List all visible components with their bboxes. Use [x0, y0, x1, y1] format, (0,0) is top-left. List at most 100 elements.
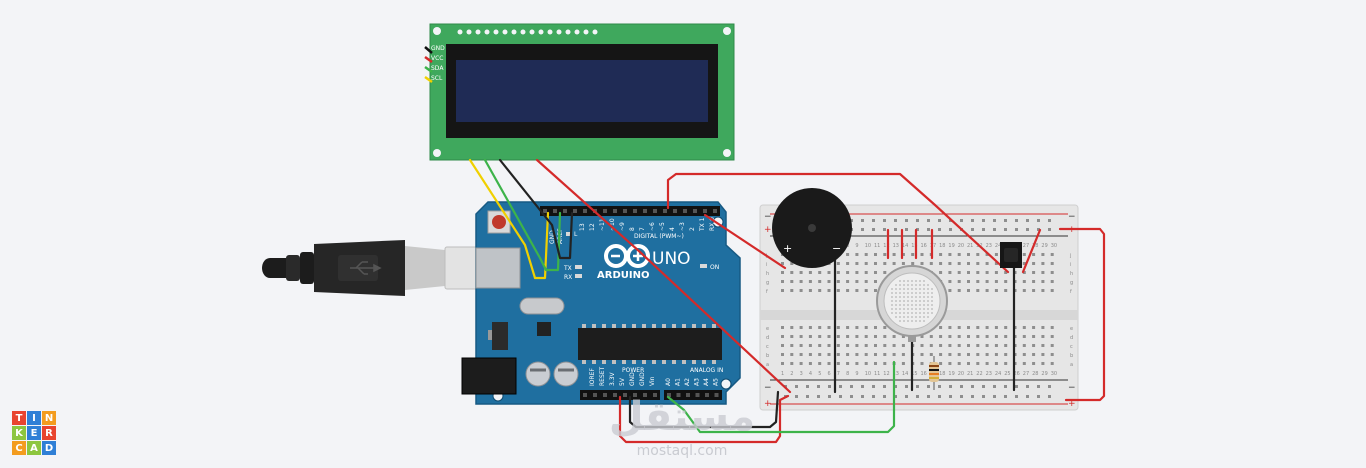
- digital-header[interactable]: [540, 206, 720, 216]
- wire-a0-green: [666, 360, 896, 434]
- header-pin[interactable]: [663, 209, 667, 213]
- header-pin[interactable]: [703, 209, 707, 213]
- on-label: ON: [710, 264, 719, 271]
- piezo-buzzer[interactable]: + −: [772, 188, 852, 268]
- column-label: 12: [883, 243, 889, 249]
- wires[interactable]: [468, 158, 1106, 444]
- column-label: 5: [818, 371, 821, 377]
- digital-pin-label: RX 0: [709, 217, 716, 231]
- arduino-uno-board[interactable]: ARDUINO UNO DIGITAL (PWM~) POWER ANALOG …: [461, 201, 741, 405]
- column-label: 24: [995, 243, 1001, 249]
- usb-port[interactable]: [475, 247, 521, 289]
- header-pin[interactable]: [583, 209, 587, 213]
- arduino-brand-text: ARDUINO: [597, 270, 649, 281]
- header-pin[interactable]: [643, 393, 647, 397]
- power-header[interactable]: [580, 390, 660, 400]
- column-label: 18: [939, 243, 945, 249]
- header-pin[interactable]: [613, 209, 617, 213]
- row-label: c: [766, 344, 769, 350]
- header-pin[interactable]: [667, 393, 671, 397]
- row-label: j: [1069, 253, 1071, 259]
- header-pin[interactable]: [583, 393, 587, 397]
- row-label: a: [766, 362, 769, 368]
- header-pin[interactable]: [633, 393, 637, 397]
- rail-minus-label: −: [764, 212, 772, 222]
- digital-pin-label: ~3: [679, 222, 686, 231]
- logo-letter: A: [27, 441, 41, 455]
- header-pin[interactable]: [713, 209, 717, 213]
- rail-plus-label: +: [1068, 399, 1076, 409]
- gnd-top-label: GND: [549, 230, 556, 244]
- arduino-logo-icon: [604, 244, 650, 268]
- column-label: 7: [837, 371, 840, 377]
- push-button[interactable]: [1000, 242, 1022, 268]
- atmega-microcontroller: [578, 324, 722, 364]
- header-pin[interactable]: [693, 209, 697, 213]
- header-pin[interactable]: [643, 209, 647, 213]
- wire-buzzer-signal: [703, 213, 787, 270]
- column-label: 13: [893, 243, 899, 249]
- header-pin[interactable]: [543, 209, 547, 213]
- header-pin[interactable]: [563, 209, 567, 213]
- header-pin[interactable]: [673, 209, 677, 213]
- lcd-pin-label: SDA: [431, 65, 444, 72]
- column-label: 15: [911, 371, 917, 377]
- power-pin-label: Vin: [649, 376, 656, 386]
- row-label: c: [1070, 344, 1073, 350]
- row-label: i: [1070, 262, 1071, 268]
- column-label: 29: [1041, 243, 1047, 249]
- l-led-label: L: [574, 231, 578, 238]
- column-label: 11: [874, 243, 880, 249]
- row-label: i: [766, 262, 767, 268]
- header-pin[interactable]: [686, 393, 690, 397]
- power-pin-label: RESET: [599, 366, 606, 386]
- arduino-model-text: UNO: [652, 249, 691, 269]
- row-label: f: [766, 289, 768, 295]
- power-pin-label: 3.3V: [609, 371, 616, 386]
- header-pin[interactable]: [613, 393, 617, 397]
- header-pin[interactable]: [705, 393, 709, 397]
- row-label: h: [1070, 271, 1073, 277]
- column-label: 22: [976, 371, 982, 377]
- rail-plus-label: +: [764, 399, 772, 409]
- header-pin[interactable]: [573, 209, 577, 213]
- header-pin[interactable]: [676, 393, 681, 397]
- header-pin[interactable]: [623, 393, 627, 397]
- header-pin[interactable]: [593, 393, 597, 397]
- header-pin[interactable]: [714, 393, 719, 397]
- header-pin[interactable]: [695, 393, 700, 397]
- column-label: 19: [948, 243, 954, 249]
- row-label: b: [1070, 353, 1073, 359]
- column-label: 16: [921, 371, 927, 377]
- column-label: 16: [921, 243, 927, 249]
- header-pin[interactable]: [653, 209, 657, 213]
- gas-sensor[interactable]: [876, 265, 948, 342]
- power-jack[interactable]: [461, 357, 517, 395]
- header-pin[interactable]: [603, 393, 607, 397]
- header-pin[interactable]: [623, 209, 627, 213]
- digital-pin-label: 2: [689, 227, 696, 231]
- column-label: 14: [902, 371, 908, 377]
- wire-gnd-black: [628, 390, 780, 429]
- analog-pin-label: A1: [675, 378, 682, 386]
- header-pin[interactable]: [553, 209, 557, 213]
- column-label: 28: [1032, 243, 1038, 249]
- usb-icon: [350, 261, 382, 275]
- column-label: 23: [986, 371, 992, 377]
- aref-label: AREF: [557, 228, 564, 244]
- logo-letter: D: [42, 441, 56, 455]
- header-pin[interactable]: [683, 209, 687, 213]
- analog-header[interactable]: [664, 390, 722, 400]
- header-pin[interactable]: [603, 209, 607, 213]
- analog-pin-label: A5: [713, 378, 720, 386]
- row-label: b: [766, 353, 769, 359]
- row-label: a: [1070, 362, 1073, 368]
- lcd-i2c-pins[interactable]: [424, 46, 433, 84]
- header-pin[interactable]: [633, 209, 637, 213]
- lcd-pin-label: VCC: [431, 55, 443, 62]
- reset-button[interactable]: [487, 210, 511, 234]
- column-label: 20: [958, 371, 964, 377]
- header-pin[interactable]: [653, 393, 657, 397]
